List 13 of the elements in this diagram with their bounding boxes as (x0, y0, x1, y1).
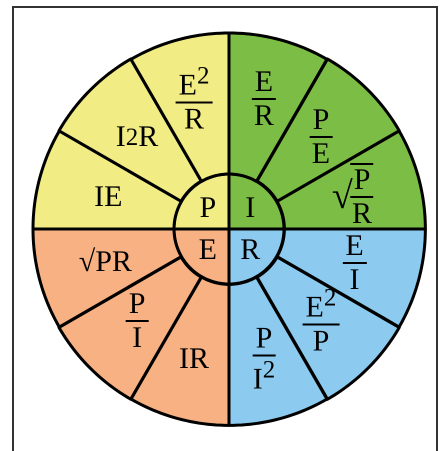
fraction-formula: P E (310, 105, 332, 170)
quantity-letter: I (245, 192, 256, 223)
formula: IR (179, 344, 210, 374)
quantity-letter: P (199, 192, 216, 223)
quantity-letter: E (198, 235, 217, 266)
fraction-formula: E R (252, 66, 276, 131)
fraction-formula: E$^{2}$ R (176, 63, 212, 134)
fraction-formula: P I$^{2}$ (252, 324, 276, 395)
formula: √PR (78, 247, 132, 278)
quantity-letter: R (240, 235, 260, 266)
formula: IE (94, 182, 122, 212)
fraction-formula: E I (342, 230, 367, 295)
fraction-formula: E$^{2}$ P (302, 285, 340, 356)
